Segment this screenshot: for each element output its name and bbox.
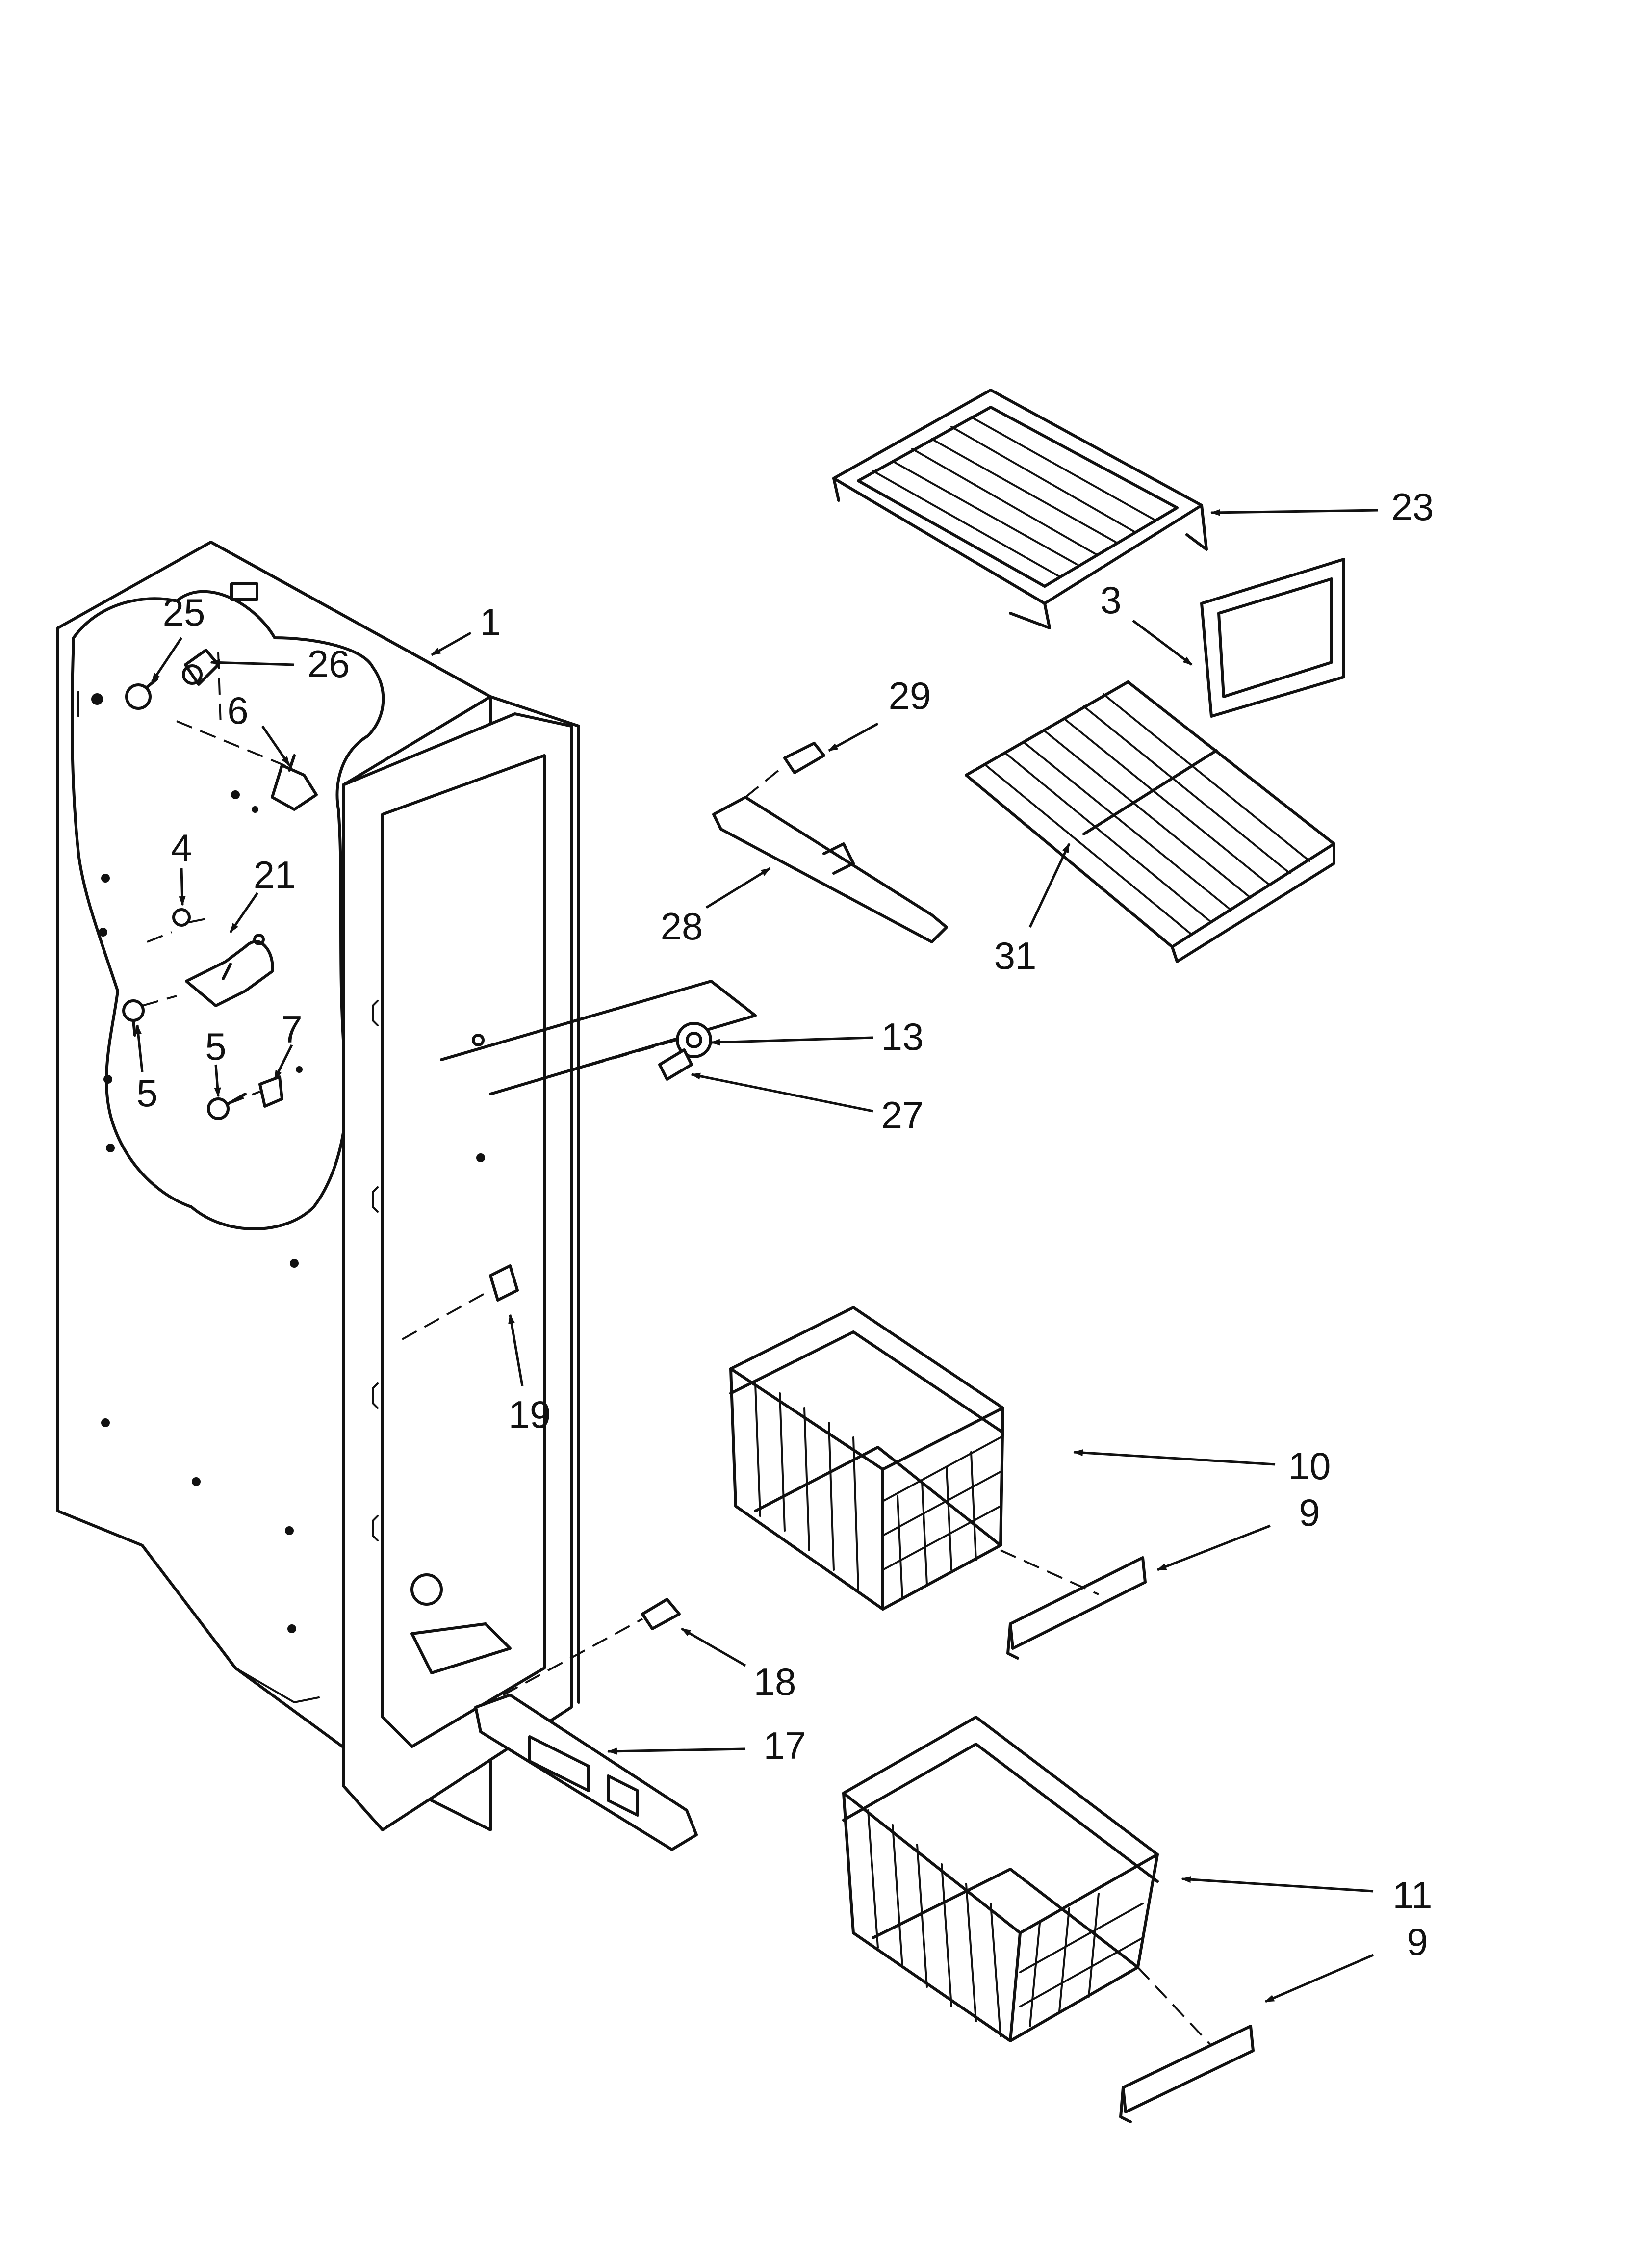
wire-shelf (965, 680, 1335, 963)
callout-19: 19 (509, 1393, 551, 1436)
shelf-glass-panel (1200, 558, 1345, 718)
basket-label-holder-upper (1000, 1549, 1147, 1660)
callout-1: 1 (480, 600, 501, 644)
callout-13: 13 (881, 1015, 924, 1058)
callout-7: 7 (281, 1008, 302, 1051)
callout-9-lower: 9 (1407, 1920, 1428, 1963)
bolt-27 (658, 1048, 693, 1081)
switch-19 (402, 1264, 519, 1340)
callout-4: 4 (171, 826, 192, 869)
clip-7 (258, 1066, 303, 1108)
callout-28: 28 (661, 905, 703, 948)
knob-13 (676, 1022, 712, 1058)
top-shelf-frame (832, 389, 1208, 629)
callout-29: 29 (889, 674, 931, 717)
callout-6: 6 (227, 689, 248, 732)
callout-23: 23 (1391, 485, 1434, 528)
wire-basket-lower (842, 1716, 1159, 2042)
callout-18: 18 (754, 1660, 796, 1703)
callout-5-left: 5 (136, 1071, 157, 1115)
screw-4 (172, 908, 191, 927)
thermostat-knob-housing (185, 934, 274, 1007)
light-switch-bracket (271, 754, 318, 811)
basket-label-holder-lower (1119, 1966, 1255, 2123)
shelf-support-rail (712, 796, 948, 943)
callout-5-center: 5 (205, 1025, 226, 1068)
callout-21: 21 (254, 853, 296, 896)
leader-lines (134, 509, 1379, 2003)
callout-labels: 1 3 4 5 5 6 7 9 9 10 11 13 17 18 19 21 2… (136, 485, 1434, 1963)
screw-18 (480, 1598, 681, 1708)
callout-27: 27 (881, 1094, 924, 1137)
callout-3: 3 (1100, 578, 1121, 622)
callout-25: 25 (163, 591, 205, 634)
freezer-liner (56, 541, 580, 1831)
wire-basket-upper (729, 1306, 1004, 1611)
callout-31: 31 (994, 934, 1037, 977)
callout-17: 17 (764, 1724, 806, 1767)
callout-26: 26 (308, 642, 350, 685)
callout-9-upper: 9 (1299, 1491, 1320, 1534)
kickplate-grille (474, 1694, 698, 1851)
screw-5-lower (207, 1093, 247, 1120)
callout-11: 11 (1393, 1874, 1433, 1917)
screw-29 (744, 742, 825, 798)
screw-5-upper (122, 999, 145, 1037)
callout-10: 10 (1288, 1444, 1331, 1487)
light-bulb (125, 678, 158, 710)
mounting-plate (440, 980, 757, 1095)
